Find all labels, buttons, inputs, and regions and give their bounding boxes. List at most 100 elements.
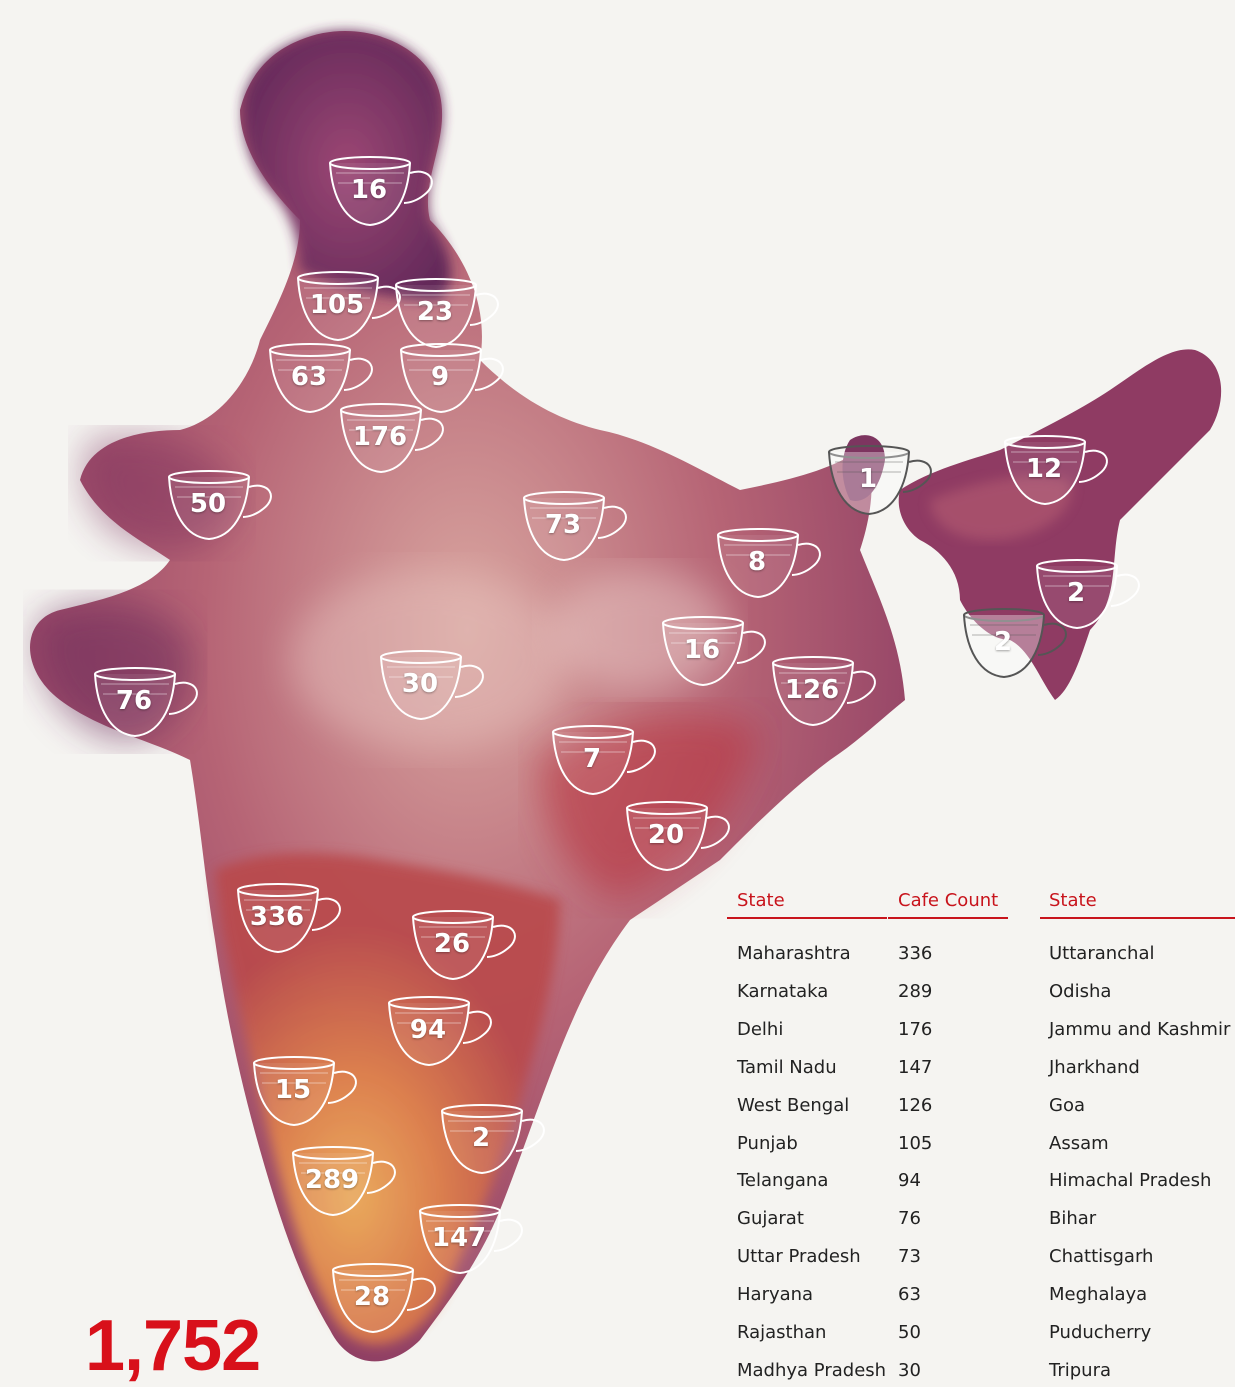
cafe-count-label: 12 xyxy=(1025,454,1063,484)
teacup-icon xyxy=(717,528,821,599)
table-cell-count: 76 xyxy=(898,1208,921,1229)
cup-marker: 126 xyxy=(769,653,879,731)
cup-marker: 9 xyxy=(397,340,507,418)
table-cell-state: Karnataka xyxy=(737,981,829,1002)
cafe-count-label: 16 xyxy=(683,635,721,665)
cafe-count-label: 105 xyxy=(309,290,365,320)
table-header-state: State xyxy=(737,890,785,911)
teacup-icon xyxy=(388,996,492,1067)
cafe-count-label: 336 xyxy=(249,902,305,932)
table-cell-state: Maharashtra xyxy=(737,943,851,964)
cafe-count-label: 147 xyxy=(431,1223,487,1253)
cup-marker: 16 xyxy=(326,153,436,231)
cafe-count-label: 20 xyxy=(647,820,685,850)
cup-marker: 147 xyxy=(416,1201,526,1279)
header-rule xyxy=(1040,917,1235,919)
table-cell-state-2: Jharkhand xyxy=(1049,1057,1140,1078)
teacup-icon xyxy=(626,801,730,872)
cup-marker: 15 xyxy=(250,1053,360,1131)
cup-marker: 1 xyxy=(825,442,935,520)
table-cell-count: 94 xyxy=(898,1170,921,1191)
cafe-count-label: 1 xyxy=(858,464,878,494)
table-cell-state-2: Assam xyxy=(1049,1133,1109,1154)
cup-marker: 16 xyxy=(659,613,769,691)
table-header-state-2: State xyxy=(1049,890,1097,911)
table-cell-state: Punjab xyxy=(737,1133,798,1154)
table-cell-state: Telangana xyxy=(737,1170,829,1191)
cafe-count-label: 2 xyxy=(471,1123,491,1153)
table-cell-count: 50 xyxy=(898,1322,921,1343)
teacup-icon xyxy=(395,278,499,349)
cafe-count-label: 63 xyxy=(290,362,328,392)
teacup-icon xyxy=(772,656,876,727)
teacup-icon xyxy=(297,271,401,342)
table-cell-count: 105 xyxy=(898,1133,933,1154)
table-cell-count: 30 xyxy=(898,1360,921,1381)
cafe-count-label: 289 xyxy=(304,1165,360,1195)
cup-marker: 8 xyxy=(714,525,824,603)
teacup-icon xyxy=(380,650,484,721)
table-cell-state: Madhya Pradesh xyxy=(737,1360,887,1381)
teacup-icon xyxy=(1004,435,1108,506)
cup-marker: 176 xyxy=(337,400,447,478)
cup-marker: 12 xyxy=(1001,432,1111,510)
header-rule xyxy=(888,917,1008,919)
cup-marker: 50 xyxy=(165,467,275,545)
table-cell-state: Tamil Nadu xyxy=(737,1057,837,1078)
teacup-icon xyxy=(419,1204,523,1275)
table-cell-count: 176 xyxy=(898,1019,933,1040)
cafe-count-label: 30 xyxy=(401,669,439,699)
cup-marker: 73 xyxy=(520,488,630,566)
table-cell-state-2: Odisha xyxy=(1049,981,1112,1002)
cafe-count-label: 73 xyxy=(544,510,582,540)
cafe-count-label: 23 xyxy=(416,297,454,327)
teacup-icon xyxy=(332,1263,436,1334)
cup-marker: 76 xyxy=(91,664,201,742)
teacup-icon xyxy=(1036,559,1140,630)
table-cell-state-2: Puducherry xyxy=(1049,1322,1152,1343)
table-cell-count: 63 xyxy=(898,1284,921,1305)
cup-marker: 20 xyxy=(623,798,733,876)
cup-marker: 2 xyxy=(960,605,1070,683)
cup-marker: 23 xyxy=(392,275,502,353)
table-cell-state: Delhi xyxy=(737,1019,784,1040)
cafe-count-label: 176 xyxy=(352,422,408,452)
cafe-count-label: 50 xyxy=(189,489,227,519)
cup-marker: 63 xyxy=(266,340,376,418)
cup-marker: 26 xyxy=(409,907,519,985)
cup-marker: 105 xyxy=(294,268,404,346)
teacup-icon xyxy=(523,491,627,562)
cafe-count-label: 26 xyxy=(433,929,471,959)
cafe-count-label: 76 xyxy=(115,686,153,716)
teacup-icon xyxy=(828,445,932,516)
cup-marker: 289 xyxy=(289,1143,399,1221)
cafe-count-label: 7 xyxy=(582,744,602,774)
cup-marker: 336 xyxy=(234,880,344,958)
cup-marker: 7 xyxy=(549,722,659,800)
teacup-icon xyxy=(441,1104,545,1175)
cup-marker: 28 xyxy=(329,1260,439,1338)
table-cell-count: 336 xyxy=(898,943,933,964)
cafe-count-label: 16 xyxy=(350,175,388,205)
table-cell-state-2: Jammu and Kashmir xyxy=(1049,1019,1231,1040)
table-cell-count: 289 xyxy=(898,981,933,1002)
table-cell-state: West Bengal xyxy=(737,1095,850,1116)
cup-marker: 2 xyxy=(438,1101,548,1179)
teacup-icon xyxy=(552,725,656,796)
table-cell-state: Gujarat xyxy=(737,1208,804,1229)
table-cell-state-2: Meghalaya xyxy=(1049,1284,1148,1305)
total-cafe-count: 1,752 xyxy=(85,1306,261,1386)
teacup-icon xyxy=(662,616,766,687)
table-cell-state-2: Bihar xyxy=(1049,1208,1097,1229)
table-cell-count: 147 xyxy=(898,1057,933,1078)
cafe-count-label: 15 xyxy=(274,1075,312,1105)
teacup-icon xyxy=(269,343,373,414)
teacup-icon xyxy=(400,343,504,414)
table-cell-state: Uttar Pradesh xyxy=(737,1246,861,1267)
cafe-count-label: 8 xyxy=(747,547,767,577)
teacup-icon xyxy=(292,1146,396,1217)
table-cell-state-2: Tripura xyxy=(1049,1360,1112,1381)
cafe-count-label: 126 xyxy=(784,675,840,705)
cafe-count-label: 28 xyxy=(353,1282,391,1312)
teacup-icon xyxy=(340,403,444,474)
